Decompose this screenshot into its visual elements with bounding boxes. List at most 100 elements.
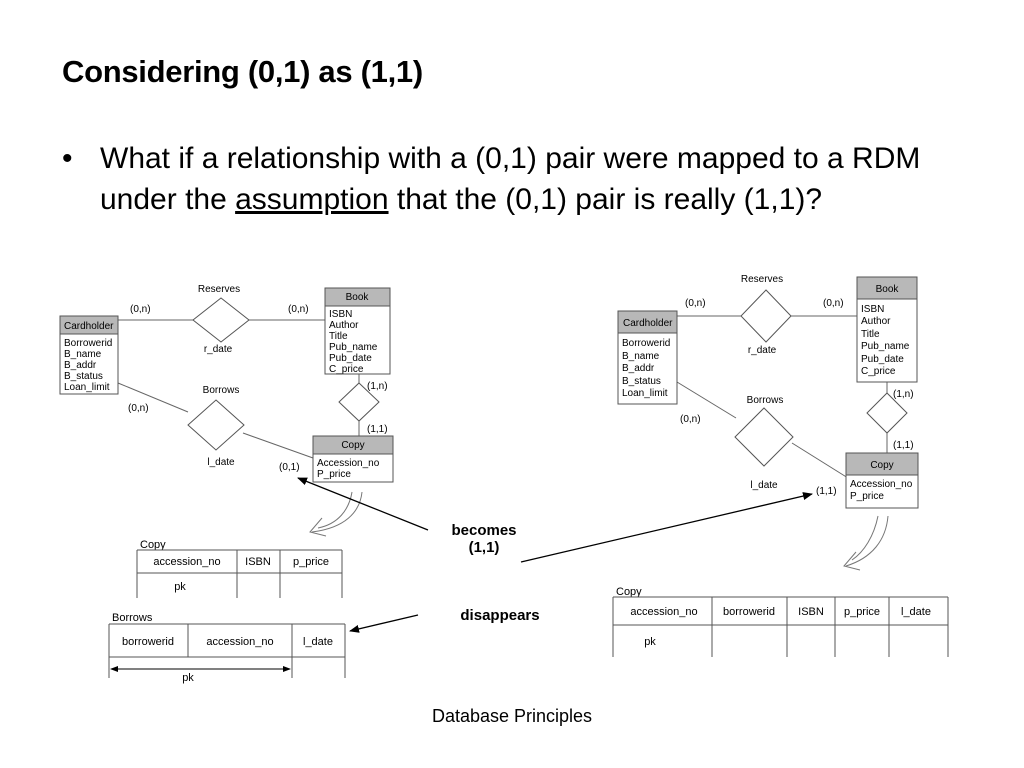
right-copy-table: Copy accession_no borrowerid ISBN p_pric… [612,586,949,657]
right-cardholder-attr: B_status [622,376,661,387]
left-borrows-card-left: (0,n) [128,403,149,414]
left-book-attr: Title [329,331,348,342]
bullet-marker: • [62,142,73,175]
right-reserves-relationship: Reserves r_date (0,n) (0,n) [685,274,844,356]
annotation-arrows [297,477,813,633]
left-copy-table: Copy accession_no ISBN p_price pk [136,539,343,598]
bullet-text-underlined: assumption [235,183,389,216]
right-book-attr: Pub_date [861,354,904,365]
left-book-attr: Pub_date [329,353,372,364]
right-book-attr: Title [861,329,880,340]
right-cardholder-attr: B_name [622,351,660,362]
right-copy-attr: Accession_no [850,479,913,490]
right-cardholder-attr: Loan_limit [622,388,668,399]
right-cardholder-title: Cardholder [623,318,673,329]
left-borrows-table-name: Borrows [112,612,153,624]
left-copy-attr: P_price [317,469,351,480]
left-book-copy-relationship: (1,n) (1,1) [338,381,388,435]
right-transform-arrow [843,515,889,571]
right-reserves-card-left: (0,n) [685,298,706,309]
right-borrows-attr: l_date [750,480,778,491]
right-book-attr: C_price [861,366,896,377]
left-reserves-card-right: (0,n) [288,304,309,315]
left-copy-table-column: accession_no [153,556,220,568]
left-borrows-name: Borrows [203,385,240,396]
left-borrows-card-right: (0,1) [279,462,300,473]
left-copy-title: Copy [341,440,364,451]
becomes-label: becomes (1,1) [434,522,534,556]
right-copy-table-pk: pk [644,636,656,648]
bullet-text-start: What if a relationship with a (0,1) pair… [100,142,921,216]
left-cardholder-title: Cardholder [64,321,114,332]
left-reserves-attr: r_date [204,344,233,355]
right-reserves-name: Reserves [741,274,783,285]
disappears-label: disappears [460,607,540,624]
left-reserves-relationship: Reserves r_date (0,n) (0,n) [130,284,309,355]
left-reserves-card-left: (0,n) [130,304,151,315]
right-reserves-card-right: (0,n) [823,298,844,309]
left-book-attr: C_price [329,364,364,375]
left-book-attr: Author [329,320,359,331]
left-cardholder-attr: B_status [64,371,103,382]
slide-title: Considering (0,1) as (1,1) [62,54,423,89]
left-cardholder-entity: Cardholder Borrowerid B_name B_addr B_st… [59,315,119,395]
left-copy-table-name: Copy [140,539,166,551]
right-copy-title: Copy [870,460,893,471]
right-book-copy-card-bottom: (1,1) [893,440,914,451]
disappears-arrow [349,614,419,633]
right-copy-table-column: borrowerid [723,606,775,618]
left-cardholder-attr: Loan_limit [64,382,110,393]
left-borrows-table-column: accession_no [206,636,273,648]
left-borrows-table-column: borrowerid [122,636,174,648]
left-cardholder-attr: B_name [64,349,102,360]
right-book-entity: Book ISBN Author Title Pub_name Pub_date… [856,276,918,383]
left-cardholder-attr: Borrowerid [64,338,112,349]
becomes-arrow-left [297,477,429,531]
left-borrows-table-pk: pk [182,672,194,684]
left-copy-table-pk: pk [174,581,186,593]
bullet-text-end: that the (0,1) pair is really (1,1)? [388,183,823,216]
right-copy-attr: P_price [850,491,884,502]
left-transform-arrow [309,491,363,537]
becomes-label-line1: becomes [451,522,517,539]
right-copy-table-column: p_price [844,606,880,618]
right-book-copy-card-top: (1,n) [893,389,914,400]
right-cardholder-attr: B_addr [622,363,655,374]
right-borrows-card-right: (1,1) [816,486,837,497]
left-cardholder-attr: B_addr [64,360,97,371]
left-copy-table-column: p_price [293,556,329,568]
left-borrows-relationship: Borrows l_date (0,n) (0,1) [128,385,300,473]
right-book-title: Book [876,284,900,295]
left-book-entity: Book ISBN Author Title Pub_name Pub_date… [324,287,391,375]
right-book-attr: Author [861,316,891,327]
left-copy-entity: Copy Accession_no P_price [312,435,394,483]
right-borrows-relationship: Borrows l_date (0,n) (1,1) [680,395,837,497]
left-book-copy-card-top: (1,n) [367,381,388,392]
right-reserves-attr: r_date [748,345,777,356]
right-copy-table-name: Copy [616,586,642,598]
right-book-attr: ISBN [861,304,884,315]
left-copy-table-column: ISBN [245,556,271,568]
right-book-attr: Pub_name [861,341,910,352]
left-copy-attr: Accession_no [317,458,380,469]
left-book-title: Book [346,292,370,303]
right-copy-entity: Copy Accession_no P_price [845,452,919,509]
left-borrows-table: Borrows borrowerid accession_no l_date p… [108,612,346,684]
right-cardholder-entity: Cardholder Borrowerid B_name B_addr B_st… [617,310,678,405]
footer: Database Principles [431,706,593,726]
right-er-diagram: Cardholder Borrowerid B_name B_addr B_st… [612,274,949,657]
right-book-copy-relationship: (1,n) (1,1) [866,389,914,451]
left-borrows-table-column: l_date [303,636,333,648]
becomes-label-line2: (1,1) [468,539,500,556]
becomes-arrow-right [520,492,813,563]
left-borrows-attr: l_date [207,457,235,468]
left-er-diagram: Cardholder Borrowerid B_name B_addr B_st… [59,284,394,684]
bullet-text: What if a relationship with a (0,1) pair… [100,138,950,220]
right-copy-table-column: ISBN [798,606,824,618]
right-copy-table-column: accession_no [630,606,697,618]
right-borrows-name: Borrows [747,395,784,406]
right-borrows-card-left: (0,n) [680,414,701,425]
left-book-attr: ISBN [329,309,352,320]
left-reserves-name: Reserves [198,284,240,295]
